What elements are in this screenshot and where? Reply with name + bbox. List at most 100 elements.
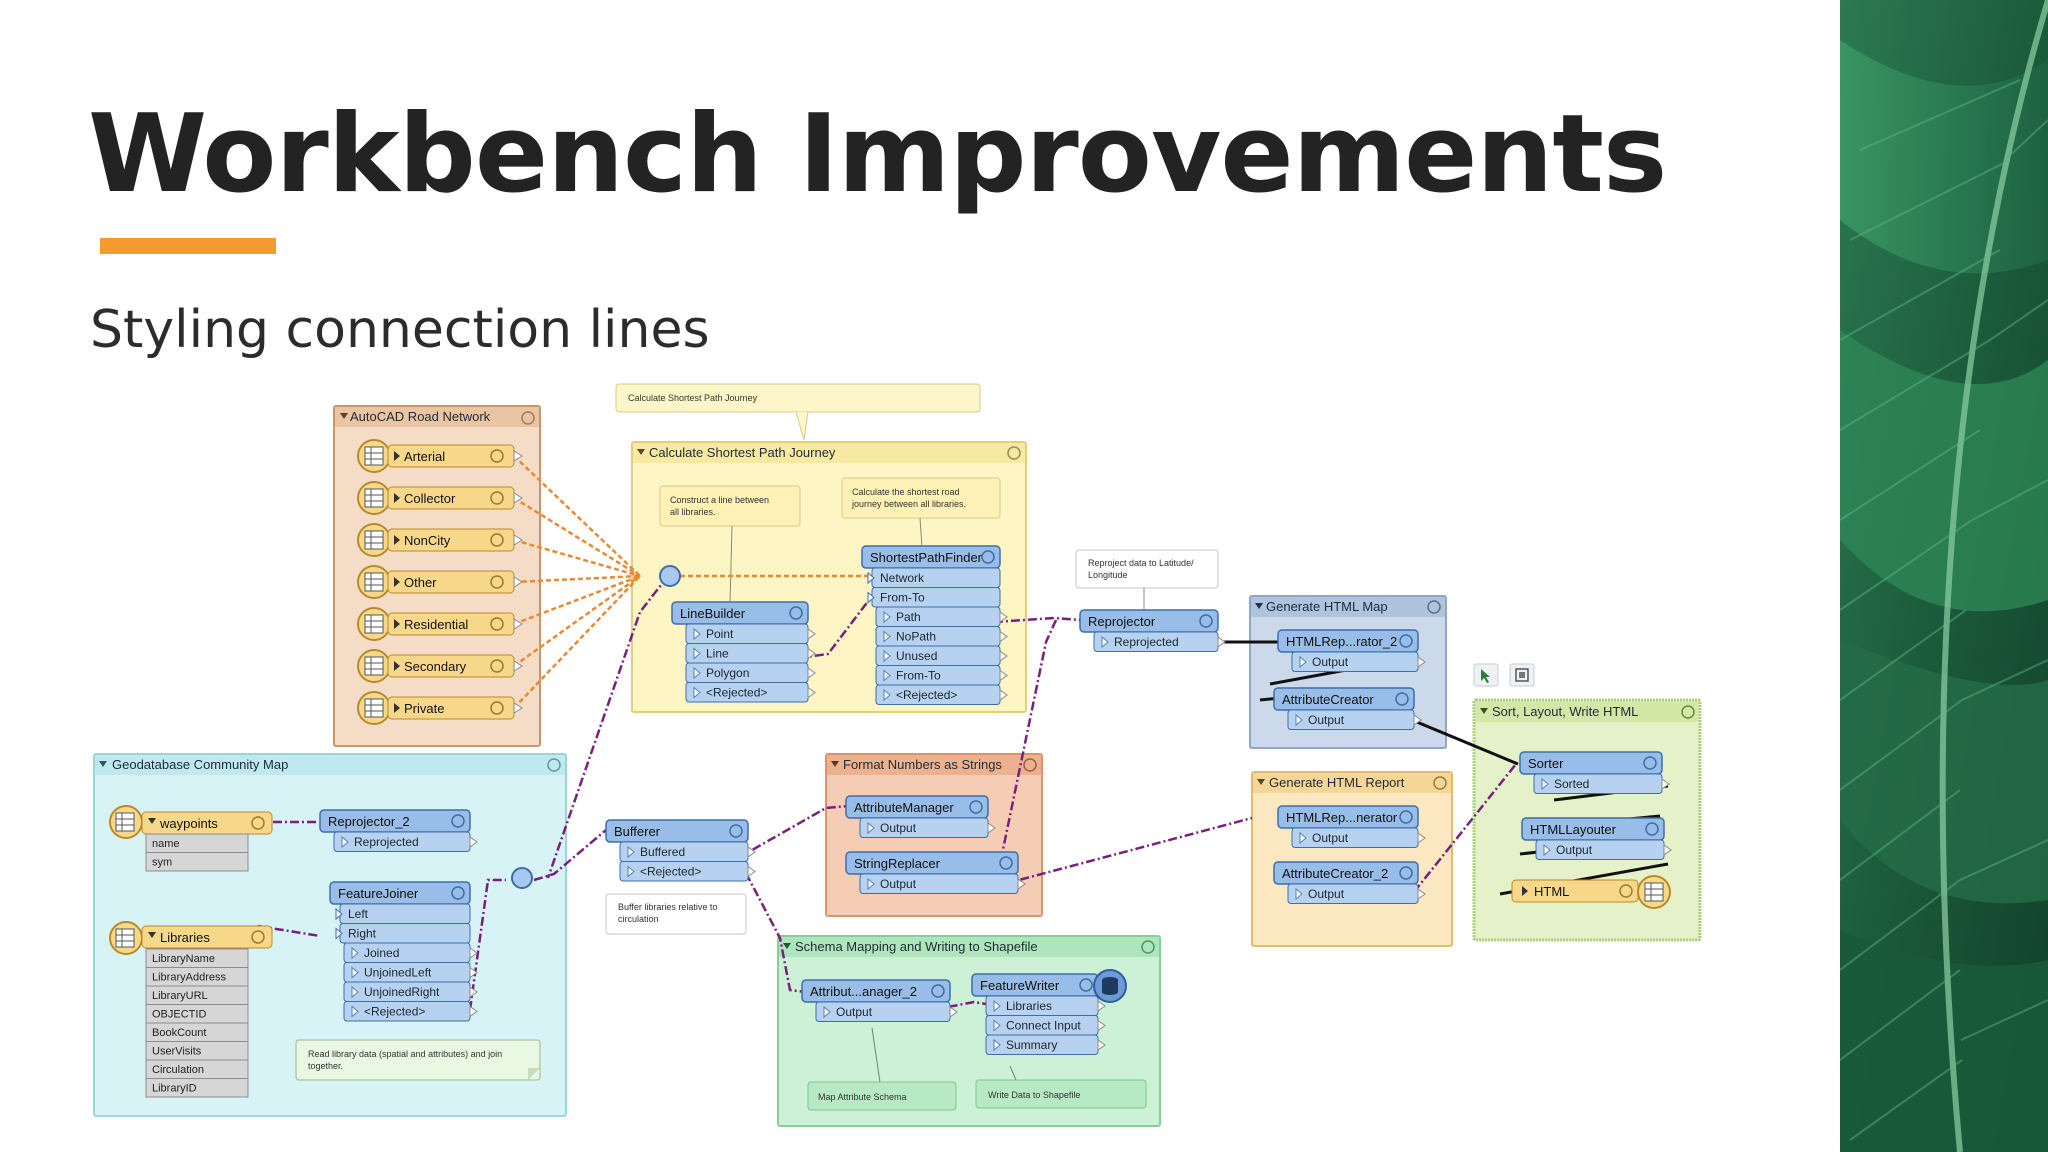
reader-residential[interactable]: Residential [357,607,523,641]
input-port[interactable]: Right [335,923,471,944]
transformer-title: LineBuilder [680,606,746,621]
svg-text:together.: together. [308,1061,343,1071]
input-port[interactable]: Left [335,903,471,924]
annotation-shortest-journey[interactable]: Calculate the shortest road journey betw… [841,477,1001,549]
output-port[interactable]: Output [1291,827,1426,848]
output-port[interactable]: Libraries [985,995,1106,1016]
attribute-row: LibraryID [145,1078,249,1098]
transformer-title: AttributeCreator [1282,692,1374,707]
output-port[interactable]: Unused [875,645,1008,666]
svg-text:UserVisits: UserVisits [152,1046,202,1058]
writer-label: HTML [1534,884,1569,899]
output-port[interactable]: Summary [985,1034,1106,1055]
gear-icon [969,800,983,814]
svg-text:Calculate Shortest Path Journe: Calculate Shortest Path Journey [628,393,758,403]
output-port[interactable]: Output [1535,839,1672,860]
gear-icon [490,449,504,463]
output-port[interactable]: Polygon [685,662,816,683]
output-port[interactable]: <Rejected> [685,682,816,703]
output-port[interactable]: Output [815,1001,958,1022]
junction-point[interactable] [511,867,533,889]
output-port[interactable]: Connect Input [985,1015,1106,1036]
output-port[interactable]: Reprojected [1093,631,1226,652]
output-port[interactable]: Output [1287,709,1422,730]
gear-icon [981,550,995,564]
transformer-title: Sorter [1528,756,1564,771]
gear-icon [1433,776,1447,790]
svg-text:Output: Output [1308,713,1345,727]
reader-secondary[interactable]: Secondary [357,649,523,683]
output-port[interactable]: From-To [875,665,1008,686]
bookmark-generate-html-report[interactable]: Generate HTML Report [1251,771,1453,947]
output-port[interactable]: <Rejected> [619,861,756,882]
reader-label: waypoints [159,816,218,831]
bookmark-toolbar[interactable] [1473,663,1535,687]
annotation-read-library[interactable]: Read library data (spatial and attribute… [295,1039,541,1081]
output-port[interactable]: Path [875,606,1008,627]
svg-text:LibraryID: LibraryID [152,1083,197,1095]
reader-libraries[interactable]: Libraries [109,921,273,955]
output-port[interactable]: Point [685,623,816,644]
annotation-buffer[interactable]: Buffer libraries relative to circulation [605,893,747,935]
gear-icon [729,824,743,838]
annotation-reproject[interactable]: Reproject data to Latitude/ Longitude [1075,549,1219,612]
annotation-header[interactable]: Calculate Shortest Path Journey [615,383,981,441]
transformer-title: AttributeCreator_2 [1282,866,1388,881]
output-port[interactable]: Output [1287,883,1426,904]
svg-text:Joined: Joined [364,946,399,960]
gear-icon [1619,884,1633,898]
output-port[interactable]: Joined [343,942,478,963]
transformer-spf[interactable]: ShortestPathFinderNetworkFrom-ToPathNoPa… [861,545,1008,705]
output-port[interactable]: Sorted [1533,773,1670,794]
svg-text:Libraries: Libraries [1006,999,1052,1013]
output-port[interactable]: Line [685,643,816,664]
gear-icon [789,606,803,620]
reader-noncity[interactable]: NonCity [357,523,523,557]
output-port[interactable]: Output [1291,651,1426,672]
annotation-map-schema[interactable]: Map Attribute Schema [807,1027,957,1111]
annotation-construct-line[interactable]: Construct a line between all libraries. [659,485,801,605]
annotation-write-shapefile[interactable]: Write Data to Shapefile [975,1065,1147,1109]
reader-other[interactable]: Other [357,565,523,599]
gear-icon [490,491,504,505]
output-port[interactable]: Output [859,817,996,838]
output-port[interactable]: UnjoinedRight [343,981,478,1002]
bookmark-title: Calculate Shortest Path Journey [649,445,836,460]
junction-point[interactable] [659,565,681,587]
reader-waypoints[interactable]: waypoints [109,805,273,839]
reader-private[interactable]: Private [357,691,523,725]
output-port[interactable]: Reprojected [333,831,478,852]
reader-arterial[interactable]: Arterial [357,439,523,473]
output-port[interactable]: NoPath [875,626,1008,647]
output-port[interactable]: UnjoinedLeft [343,962,478,983]
svg-text:<Rejected>: <Rejected> [706,686,767,700]
svg-text:Construct a line between: Construct a line between [670,495,769,505]
output-port[interactable]: <Rejected> [343,1001,478,1022]
output-port[interactable]: <Rejected> [875,684,1008,705]
input-port[interactable]: From-To [867,587,1001,608]
writer-html[interactable]: HTML [1511,875,1671,909]
output-port[interactable]: Output [859,873,1026,894]
output-port[interactable]: Buffered [619,841,756,862]
svg-text:Left: Left [348,907,369,921]
transformer-featurejoiner[interactable]: FeatureJoinerLeftRightJoinedUnjoinedLeft… [329,881,478,1022]
input-port[interactable]: Network [867,567,1001,588]
reader-collector[interactable]: Collector [357,481,523,515]
bookmark-title: AutoCAD Road Network [350,409,491,424]
